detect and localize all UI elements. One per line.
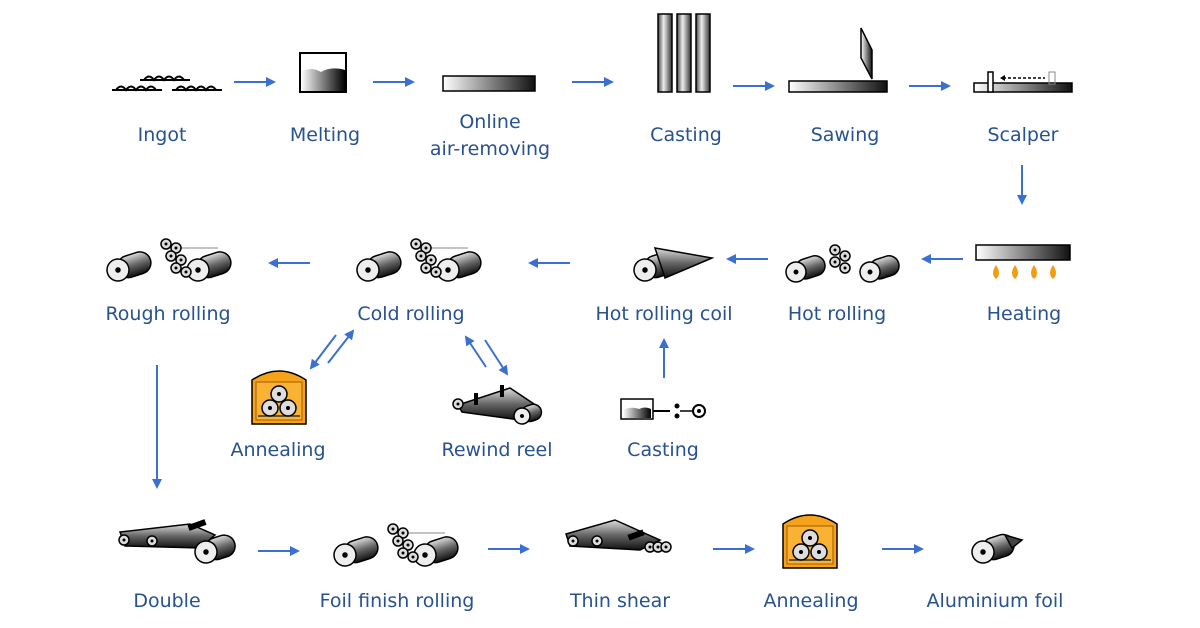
label-hot-rolling-coil: Hot rolling coil — [595, 303, 732, 325]
aluminium-foil-roll-icon — [971, 533, 1024, 564]
label-scalper: Scalper — [988, 124, 1059, 146]
rewind-reel-icon — [452, 385, 543, 425]
label-annealing-bottom: Annealing — [763, 590, 858, 612]
label-annealing-mid: Annealing — [230, 439, 325, 461]
thin-shear-icon — [565, 519, 672, 553]
label-air-removing: air-removing — [430, 138, 550, 160]
label-thin-shear: Thin shear — [569, 590, 670, 612]
arrow-cold-to-annealing — [309, 334, 337, 370]
rough-rolling-mill-icon — [106, 238, 232, 282]
arrow-cold-to-rewind — [484, 339, 509, 376]
arrow-rewind-to-cold — [464, 335, 487, 368]
sawing-icon — [788, 27, 888, 93]
label-online: Online — [459, 111, 520, 133]
label-foil-finish-rolling: Foil finish rolling — [320, 590, 475, 612]
double-rolling-icon — [118, 519, 236, 564]
heating-icon — [975, 244, 1071, 279]
label-heating: Heating — [987, 303, 1061, 325]
arrow-annealing-to-cold — [327, 329, 355, 364]
cold-rolling-mill-icon — [356, 238, 482, 282]
ingot-icon — [112, 75, 222, 92]
label-rewind-reel: Rewind reel — [441, 439, 552, 461]
melting-furnace-icon — [299, 52, 347, 93]
label-melting: Melting — [290, 124, 360, 146]
online-air-removing-icon — [442, 75, 536, 92]
label-casting-mid: Casting — [627, 439, 699, 461]
label-cold-rolling: Cold rolling — [357, 303, 464, 325]
label-double: Double — [133, 590, 200, 612]
label-rough-rolling: Rough rolling — [105, 303, 230, 325]
label-ingot: Ingot — [138, 124, 187, 146]
label-aluminium-foil: Aluminium foil — [927, 590, 1064, 612]
annealing-furnace-icon — [782, 514, 838, 569]
casting-ingots-icon — [657, 13, 711, 93]
label-sawing: Sawing — [811, 124, 880, 146]
foil-finish-rolling-mill-icon — [333, 523, 459, 567]
hot-rolling-mill-icon — [785, 244, 900, 283]
label-casting-top: Casting — [650, 124, 722, 146]
continuous-casting-icon — [620, 398, 706, 420]
annealing-furnace-icon — [251, 370, 307, 425]
hot-rolling-coil-icon — [633, 247, 715, 282]
label-hot-rolling: Hot rolling — [788, 303, 886, 325]
scalper-icon — [973, 71, 1073, 93]
